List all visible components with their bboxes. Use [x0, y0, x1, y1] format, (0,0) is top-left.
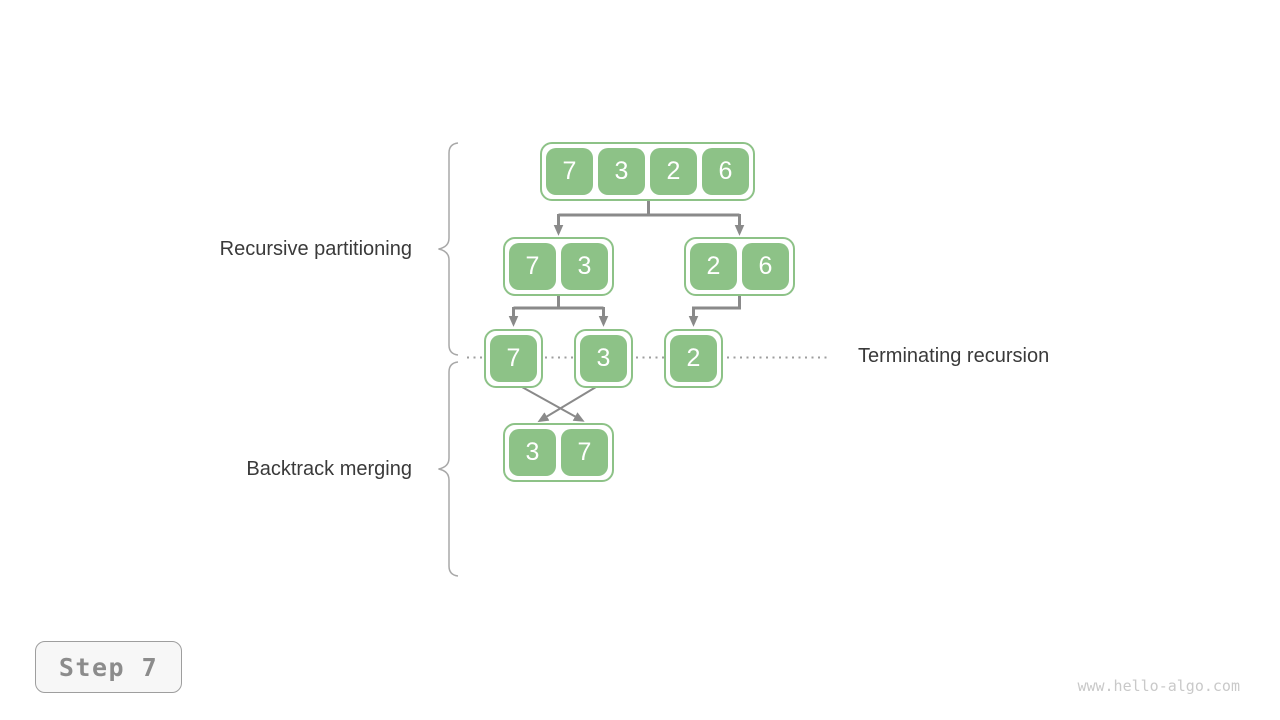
watermark-url: www.hello-algo.com [1077, 677, 1240, 695]
array-node-leaf-3: 3 [574, 329, 633, 388]
array-node-leaf-7: 7 [484, 329, 543, 388]
array-node-merged-pair: 3 7 [503, 423, 614, 482]
step-badge: Step 7 [35, 641, 182, 693]
right-split-connector [688, 294, 741, 327]
array-cell: 7 [490, 335, 537, 382]
array-cell: 7 [561, 429, 608, 476]
recursive-partitioning-brace [438, 142, 459, 356]
array-cell: 2 [670, 335, 717, 382]
step-badge-label: Step 7 [58, 652, 159, 682]
array-node-leaf-2: 2 [664, 329, 723, 388]
array-cell: 7 [546, 148, 593, 195]
array-cell: 6 [742, 243, 789, 290]
merge-cross-arrows [521, 386, 597, 423]
array-cell: 3 [509, 429, 556, 476]
root-split-connector [553, 201, 745, 236]
array-node-right-pair: 2 6 [684, 237, 795, 296]
array-cell: 6 [702, 148, 749, 195]
array-node-left-pair: 7 3 [503, 237, 614, 296]
array-cell: 3 [580, 335, 627, 382]
array-node-root: 7 3 2 6 [540, 142, 755, 201]
array-cell: 7 [509, 243, 556, 290]
backtrack-merging-brace [438, 361, 459, 577]
array-cell: 3 [598, 148, 645, 195]
array-cell: 2 [650, 148, 697, 195]
recursive-partitioning-label: Recursive partitioning [219, 238, 412, 260]
left-split-connector [508, 294, 609, 327]
terminating-recursion-label: Terminating recursion [858, 345, 1050, 367]
backtrack-merging-label: Backtrack merging [246, 458, 412, 480]
array-cell: 2 [690, 243, 737, 290]
array-cell: 3 [561, 243, 608, 290]
